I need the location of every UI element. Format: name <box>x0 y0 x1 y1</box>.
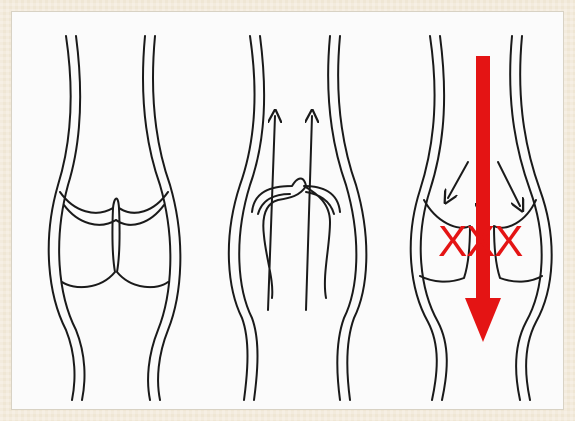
reflux-x-mark-left: X <box>438 217 467 266</box>
panel-incompetent-valve: X X X <box>411 36 552 400</box>
valve-cusp-left <box>60 192 115 287</box>
valve-leaflet-left-open-inner <box>258 194 290 214</box>
vein-wall-left-inner <box>239 36 264 400</box>
flow-arrow-up-right <box>306 116 312 310</box>
valve-commissure <box>113 199 119 208</box>
vein-wall-right-outer <box>338 36 366 400</box>
vein-wall-right-inner <box>328 36 356 400</box>
reflux-arrow-right <box>498 162 520 206</box>
vein-wall-right-outer <box>520 36 551 400</box>
valve-cusp-left-inner <box>64 205 116 225</box>
valve-leaflet-left-open <box>252 179 306 299</box>
reflux-x-mark-center: X <box>466 217 495 266</box>
reflux-arrow-left <box>448 162 468 198</box>
vein-wall-right-inner <box>143 36 170 400</box>
panel-closed-valve <box>49 36 181 400</box>
reflux-x-mark-right: X <box>494 217 523 266</box>
reflux-arrow-red-head <box>465 298 501 342</box>
valve-cusp-right-inner <box>116 205 164 225</box>
valve-cusp-right <box>117 192 168 287</box>
panel-open-valve <box>229 36 367 400</box>
